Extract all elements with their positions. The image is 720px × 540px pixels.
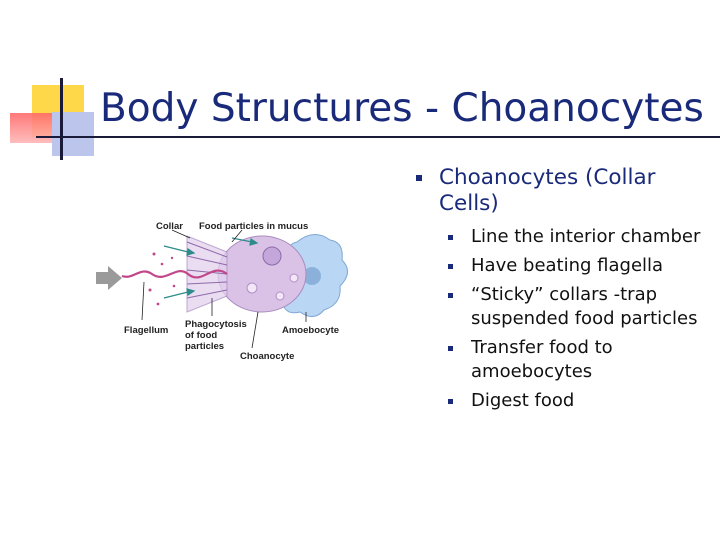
- label-choanocyte: Choanocyte: [240, 351, 294, 362]
- bullet-marker: [448, 346, 453, 351]
- sub-bullet: Transfer food to amoebocytes: [439, 336, 708, 384]
- food-vacuole: [289, 273, 299, 283]
- decor-blue-square: [52, 112, 94, 156]
- bullet-marker: [448, 399, 453, 404]
- label-amoebocyte: Amoebocyte: [282, 325, 339, 336]
- sub-bullet-text: Line the interior chamber: [471, 226, 701, 247]
- label-phagocytosis-3: particles: [185, 341, 224, 352]
- food-particles: [148, 252, 176, 306]
- sub-bullet-list: Line the interior chamber Have beating f…: [439, 225, 708, 413]
- food-vacuole: [246, 282, 258, 294]
- sub-bullet-text: Digest food: [471, 390, 575, 411]
- slide-title: Body Structures - Choanocytes: [100, 86, 704, 131]
- amoebocyte-nucleus: [303, 267, 321, 285]
- sub-bullet: Digest food: [439, 389, 708, 413]
- label-phagocytosis-1: Phagocytosis: [185, 319, 247, 330]
- sub-bullet: Line the interior chamber: [439, 225, 708, 249]
- sub-bullet-text: Have beating flagella: [471, 255, 664, 276]
- sub-bullet-text: Transfer food to amoebocytes: [471, 337, 613, 382]
- food-particle-arrows: [163, 237, 259, 299]
- decor-vertical-line: [60, 78, 63, 160]
- sub-bullet: Have beating flagella: [439, 254, 708, 278]
- title-underline: [36, 136, 720, 138]
- bullet-marker: [448, 293, 453, 298]
- collar-microvilli: [186, 241, 228, 299]
- bullet-list: Choanocytes (Collar Cells) Line the inte…: [408, 165, 708, 418]
- food-vacuole: [275, 291, 285, 301]
- bullet-marker: [416, 175, 422, 181]
- label-collar: Collar: [156, 221, 183, 232]
- leader-lines: [141, 229, 307, 349]
- main-bullet: Choanocytes (Collar Cells) Line the inte…: [408, 165, 708, 413]
- decor-red-square: [10, 113, 58, 143]
- bullet-marker: [448, 264, 453, 269]
- label-food-particles: Food particles in mucus: [199, 221, 308, 232]
- sub-bullet-text: “Sticky” collars -trap suspended food pa…: [471, 284, 698, 329]
- sub-bullet: “Sticky” collars -trap suspended food pa…: [439, 283, 708, 331]
- flagellum: [121, 269, 228, 279]
- main-bullet-text: Choanocytes (Collar Cells): [439, 165, 656, 216]
- bullet-marker: [448, 235, 453, 240]
- label-phagocytosis-2: of food: [185, 330, 217, 341]
- label-flagellum: Flagellum: [124, 325, 168, 336]
- choanocyte-diagram: Collar Food particles in mucus Flagellum…: [96, 221, 348, 362]
- choanocyte-nucleus: [262, 246, 282, 266]
- arrow-icon: [96, 266, 122, 290]
